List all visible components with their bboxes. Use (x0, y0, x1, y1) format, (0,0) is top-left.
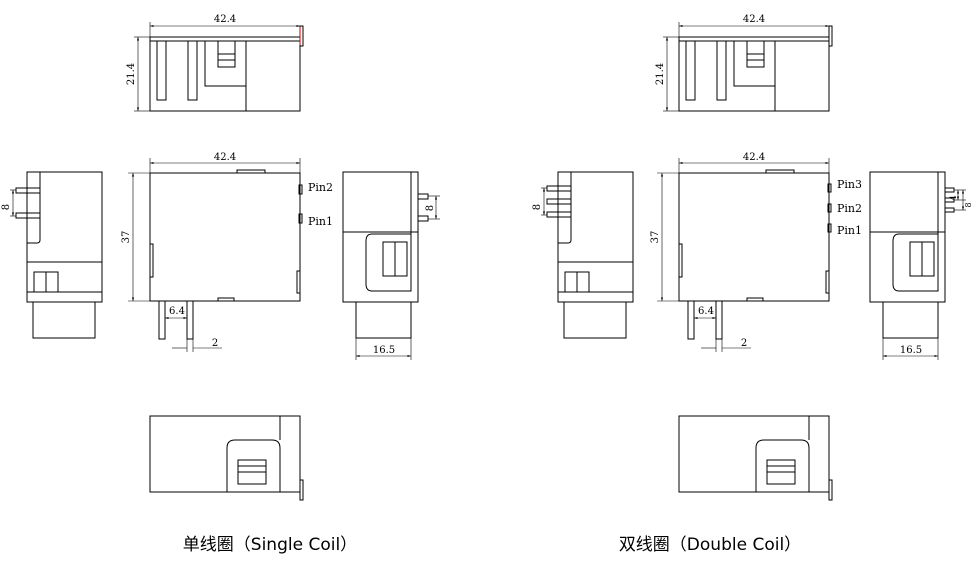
single-right-side-view: 8 16.5 (342, 171, 440, 360)
double-top-view: 42.4 21.4 (655, 14, 833, 112)
double-pin-offset-label: 6.4 (698, 306, 714, 317)
double-pin2-label: Pin2 (837, 202, 862, 215)
double-top-width-label: 42.4 (743, 14, 765, 25)
double-side-depth-label: 16.5 (900, 345, 922, 356)
single-left-pitch-label: 8 (1, 204, 12, 210)
single-front-height-label: 37 (121, 231, 132, 244)
double-left-side-view: 8 (532, 171, 634, 339)
single-right-pitch-label: 8 (425, 205, 436, 211)
single-coil-caption: 单线圈（Single Coil） (183, 535, 357, 555)
double-coil-caption: 双线圈（Double Coil） (619, 535, 801, 555)
single-top-height-label: 21.4 (126, 63, 137, 85)
single-left-side-view: 8 (1, 171, 103, 339)
double-bottom-view (678, 415, 833, 501)
double-front-width-label: 42.4 (743, 152, 765, 163)
double-left-pitch-label: 8 (532, 204, 543, 210)
single-pin-width-label: 2 (212, 338, 218, 349)
single-top-width-label: 42.4 (214, 14, 236, 25)
double-pin-width-label: 2 (741, 338, 747, 349)
single-top-view: 42.4 21.4 (126, 14, 304, 112)
double-pin1-label: Pin1 (837, 224, 862, 237)
single-front-view: 42.4 37 6.4 2 Pin2 Pin1 (121, 152, 333, 352)
double-right-side-view: 4 8 16.5 (869, 171, 973, 360)
single-front-width-label: 42.4 (214, 152, 236, 163)
double-right-pitch-a-label: 4 (949, 195, 958, 200)
single-side-depth-label: 16.5 (373, 345, 395, 356)
single-pin1-label: Pin1 (308, 215, 333, 228)
single-pin2-label: Pin2 (308, 181, 333, 194)
single-pin-offset-label: 6.4 (169, 306, 185, 317)
single-coil-group: 42.4 21.4 8 (1, 14, 440, 555)
double-pin3-label: Pin3 (837, 178, 862, 191)
double-coil-group: 42.4 21.4 8 (532, 14, 973, 555)
double-front-view: 42.4 37 6.4 2 Pin3 Pin2 Pin1 (650, 152, 862, 352)
double-front-height-label: 37 (650, 231, 661, 244)
single-bottom-view (149, 415, 304, 501)
double-top-height-label: 21.4 (655, 63, 666, 85)
double-right-pitch-b-label: 8 (964, 202, 973, 207)
